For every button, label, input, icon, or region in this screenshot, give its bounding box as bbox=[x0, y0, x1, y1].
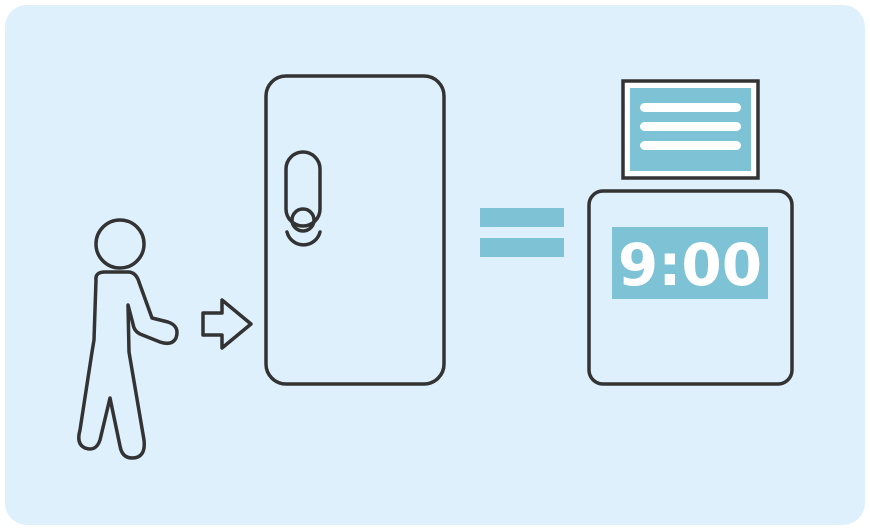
clock-time: 9:00 bbox=[618, 231, 762, 299]
door-icon bbox=[264, 74, 446, 386]
walking-person-icon bbox=[77, 218, 179, 460]
monitor-text-line bbox=[640, 122, 741, 131]
lock-icon bbox=[284, 150, 322, 247]
monitor-text-line bbox=[640, 103, 741, 112]
clock-display bbox=[612, 227, 768, 299]
right-arrow-icon bbox=[201, 298, 253, 350]
time-clock-icon: 9:00 bbox=[587, 189, 794, 386]
monitor-text-line bbox=[640, 141, 741, 150]
equals-sign-icon bbox=[480, 208, 564, 257]
monitor-icon bbox=[621, 79, 760, 180]
